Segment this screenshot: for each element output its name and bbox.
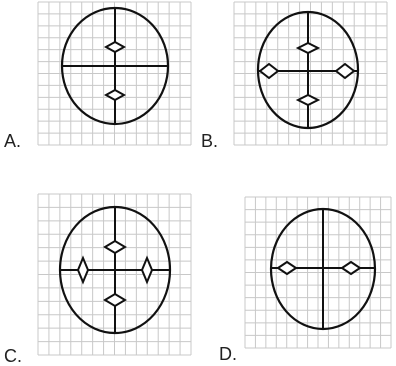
option-d-label: D. [219,344,237,364]
left-diamond [276,260,298,276]
figure-c-svg [37,193,192,356]
option-c-figure [36,192,193,357]
grid [244,196,392,349]
option-b-figure [232,0,389,147]
left-vertical-diamond [76,255,90,285]
left-diamond [258,62,280,80]
top-inner-diamond [295,41,321,55]
right-vertical-diamond [140,255,154,285]
right-diamond [334,62,356,80]
option-d-figure [243,195,393,350]
option-b-label: B. [201,131,219,151]
option-a-label: A. [4,131,22,151]
figure-d-svg [244,196,392,349]
bottom-inner-diamond [103,292,127,308]
option-a-figure [36,0,193,147]
figure-a-svg [37,1,192,146]
top-inner-diamond [103,40,127,54]
figure-b-svg [233,1,388,146]
option-c-label: C. [4,346,22,366]
bottom-inner-diamond [295,93,321,107]
right-diamond [340,260,362,276]
bottom-inner-diamond [103,88,127,102]
grid [233,1,388,146]
top-inner-diamond [103,239,127,255]
